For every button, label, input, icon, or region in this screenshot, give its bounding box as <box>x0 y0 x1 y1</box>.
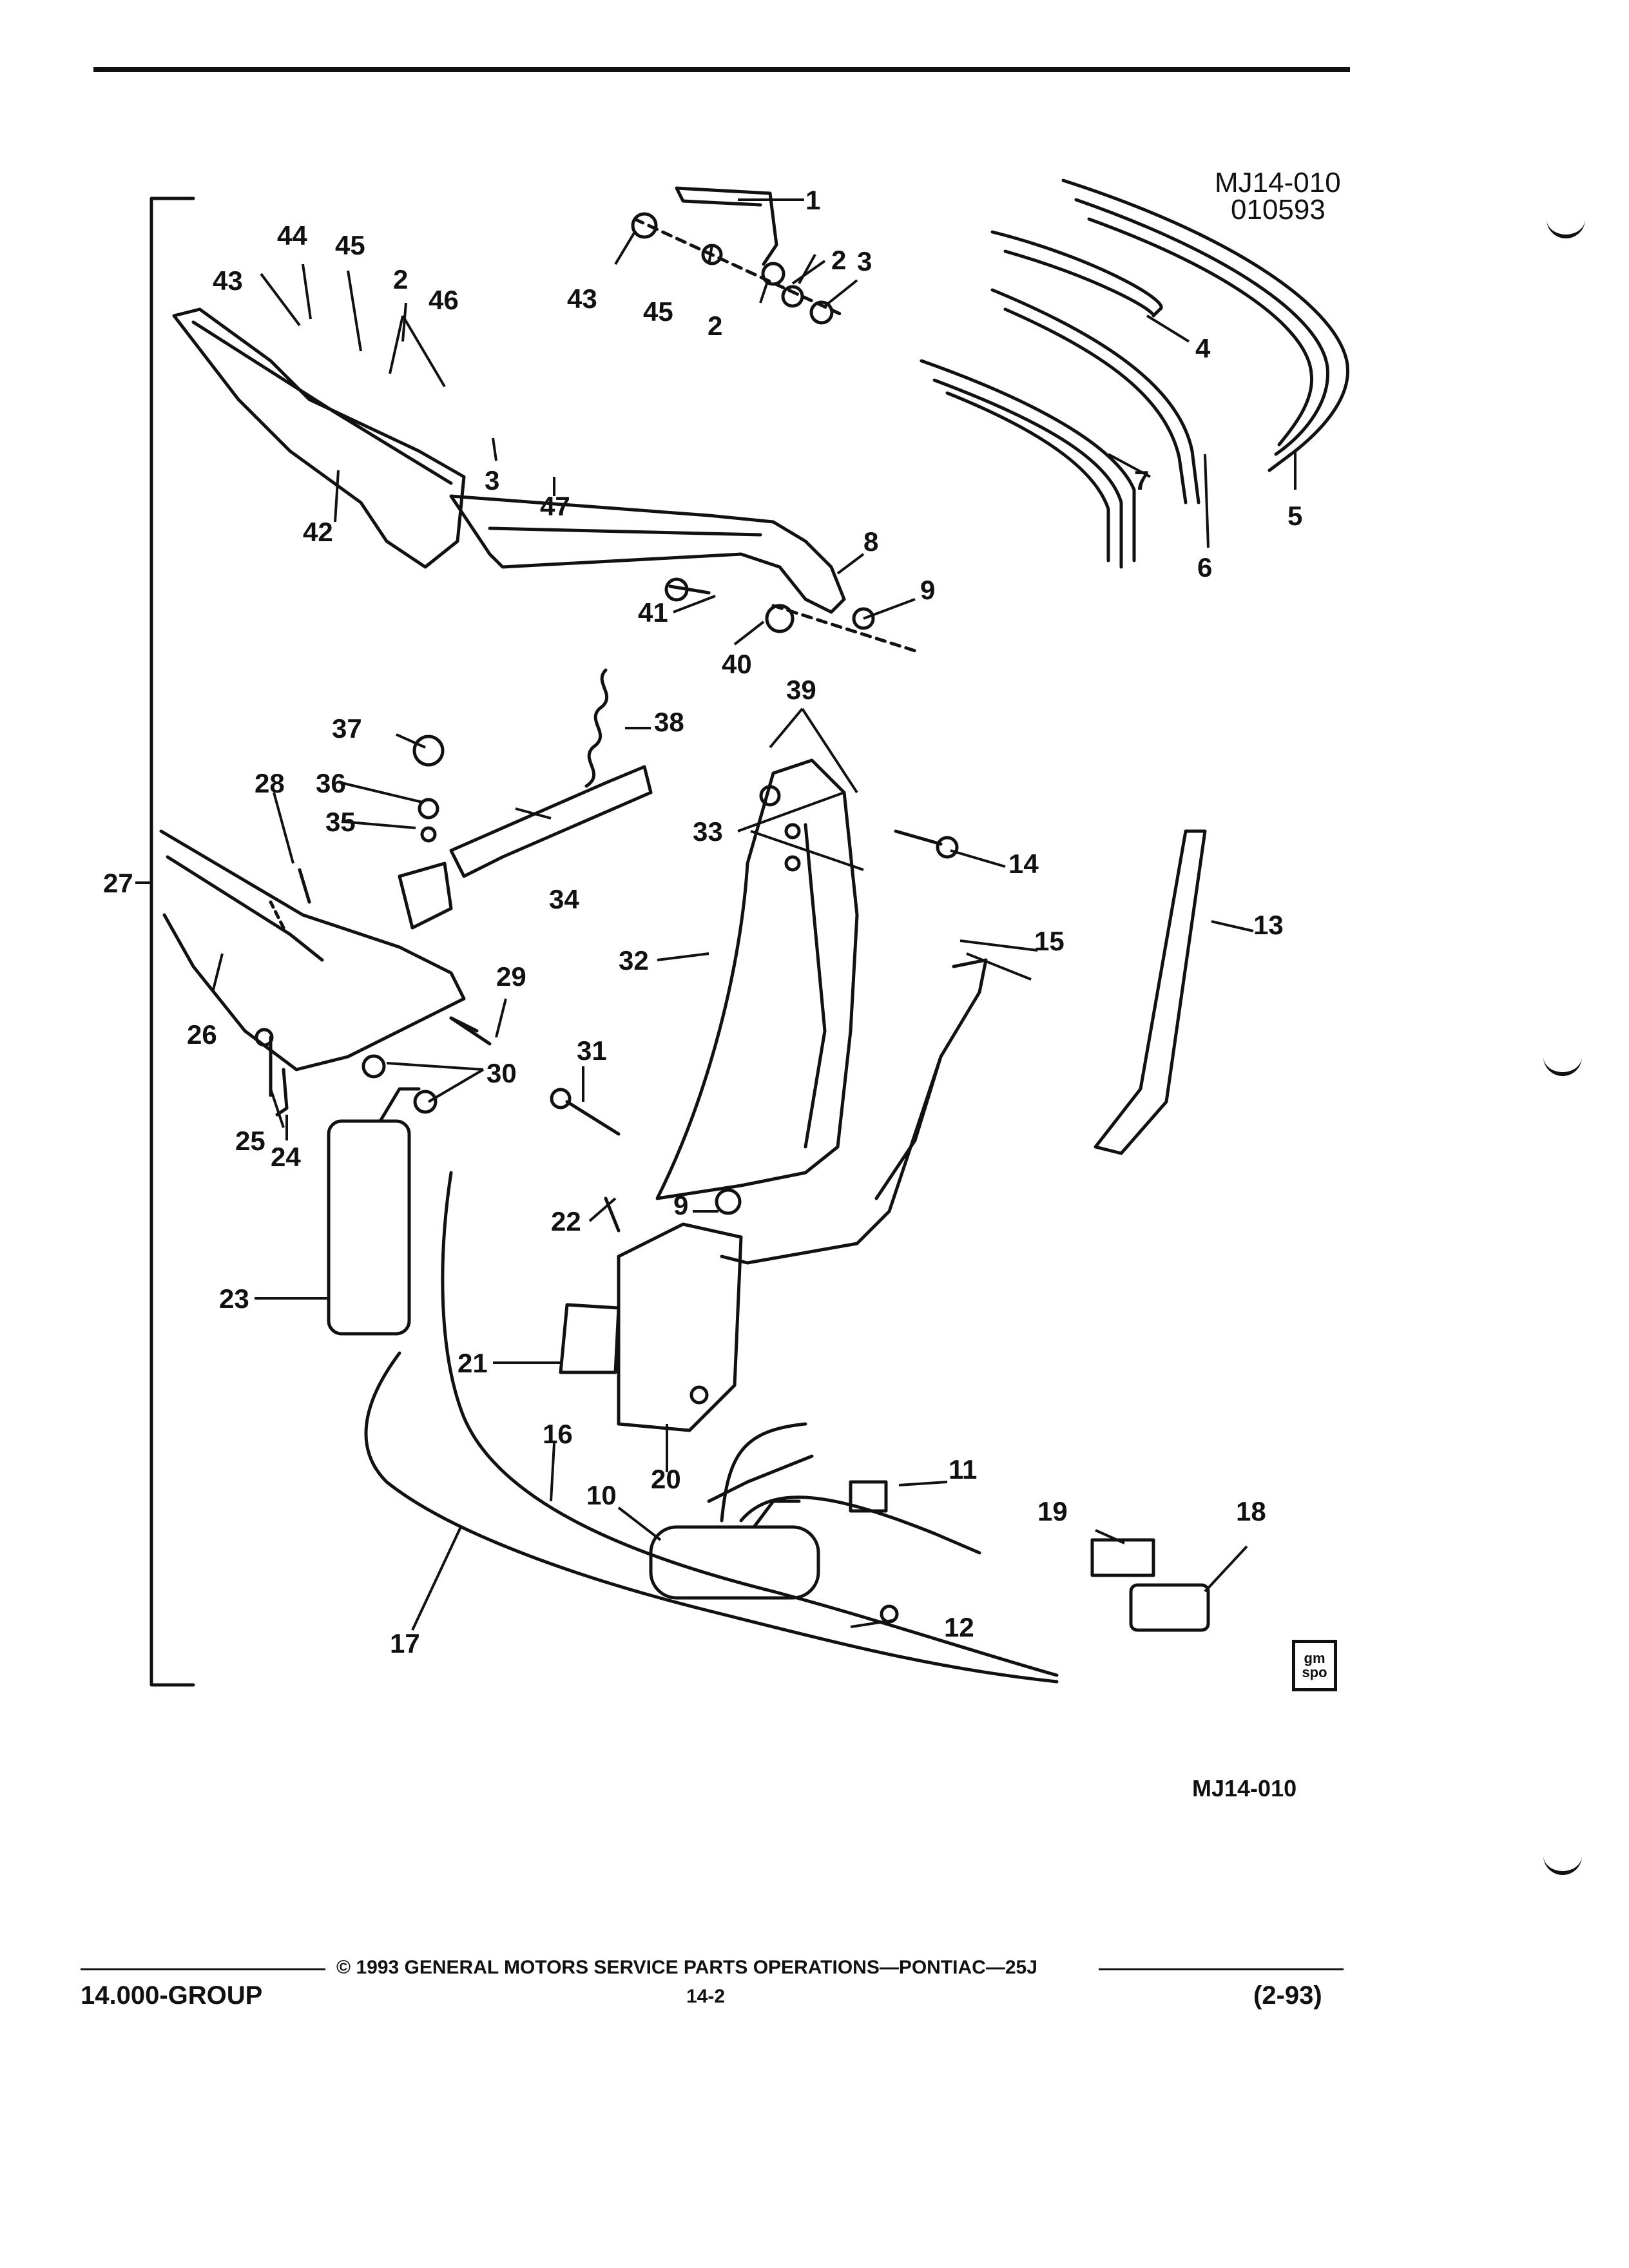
callout-42: 42 <box>303 517 333 547</box>
callout-14: 14 <box>1008 849 1039 879</box>
harness <box>720 1422 981 1555</box>
hose-17 <box>364 1351 1059 1684</box>
rear-rail-26 <box>159 829 466 1072</box>
callout-47: 47 <box>540 491 570 521</box>
footer-group: 14.000-GROUP <box>81 1981 263 2010</box>
weatherstrip-4 <box>990 230 1163 318</box>
margin-mark-1 <box>1547 219 1585 238</box>
pump-motor-10 <box>649 1525 820 1600</box>
hose-16 <box>441 1171 1059 1677</box>
callout-29: 29 <box>496 961 526 992</box>
callout-1: 1 <box>805 185 820 215</box>
margin-mark-2 <box>1543 1057 1582 1076</box>
top-rule <box>93 67 1350 72</box>
callout-7: 7 <box>1134 465 1149 495</box>
figure-code: 010593 <box>1231 194 1325 226</box>
footer-rule-left <box>81 1968 325 1970</box>
callout-23: 23 <box>219 1283 249 1314</box>
callout-6: 6 <box>1197 552 1212 582</box>
callout-45: 45 <box>335 230 365 260</box>
callout-3: 3 <box>857 246 872 276</box>
callout-18: 18 <box>1236 1496 1266 1526</box>
figure-caption-id: MJ14-010 <box>1192 1775 1297 1802</box>
lift-arm <box>720 958 988 1265</box>
weatherstrip-7 <box>920 359 1136 569</box>
cylinder-23 <box>327 1119 411 1336</box>
plate-21 <box>559 1303 621 1374</box>
callout-33: 33 <box>693 816 723 847</box>
callout-12: 12 <box>944 1612 974 1642</box>
callout-40: 40 <box>722 649 752 679</box>
figure-id: MJ14-010 <box>1215 167 1341 198</box>
group-27-bracket <box>149 197 195 1687</box>
callout-45-repeat: 45 <box>643 296 673 327</box>
callout-3-repeat: 3 <box>485 465 499 495</box>
logo-line-1: gm <box>1304 1650 1325 1666</box>
callout-9: 9 <box>920 575 935 605</box>
callout-4: 4 <box>1195 333 1211 363</box>
callout-26: 26 <box>187 1019 217 1050</box>
callout-41: 41 <box>638 597 668 628</box>
callout-43: 43 <box>213 265 243 296</box>
part-1-bracket <box>675 186 778 266</box>
callout-31: 31 <box>577 1035 607 1066</box>
callout-34: 34 <box>549 884 579 914</box>
callout-24: 24 <box>271 1142 301 1172</box>
callout-25: 25 <box>235 1126 265 1156</box>
callout-2-repeat-b: 2 <box>393 264 408 294</box>
callout-27: 27 <box>103 868 133 898</box>
callout-43-repeat: 43 <box>567 284 597 314</box>
relay-11 <box>849 1480 888 1513</box>
strap-13 <box>1094 829 1207 1155</box>
bezel-18 <box>1129 1583 1210 1632</box>
callout-36: 36 <box>316 768 346 798</box>
spring-38 <box>584 668 609 788</box>
housing-20 <box>617 1222 743 1432</box>
pivot-bracket-32 <box>655 758 859 1200</box>
callout-28: 28 <box>255 768 285 798</box>
callout-15: 15 <box>1034 926 1065 956</box>
switch-19 <box>1090 1538 1155 1577</box>
callout-5: 5 <box>1287 501 1302 531</box>
logo-line-2: spo <box>1302 1664 1327 1680</box>
callout-44: 44 <box>277 220 307 251</box>
callout-13: 13 <box>1253 910 1284 940</box>
callout-8: 8 <box>863 526 878 557</box>
weatherstrip-6 <box>990 288 1200 505</box>
weatherstrip-5 <box>1061 178 1349 472</box>
callout-9-repeat: 9 <box>673 1190 688 1220</box>
callout-17: 17 <box>390 1628 420 1658</box>
callout-2: 2 <box>831 245 846 275</box>
front-arm <box>449 494 846 614</box>
footer-page: 14-2 <box>686 1986 726 2007</box>
callout-32: 32 <box>619 945 649 975</box>
footer-rule-right <box>1099 1968 1344 1970</box>
callout-10: 10 <box>586 1480 617 1510</box>
callout-22: 22 <box>551 1206 581 1236</box>
side-rail-42 <box>172 307 466 569</box>
callout-37: 37 <box>332 713 362 744</box>
callout-38: 38 <box>654 707 684 737</box>
callout-46: 46 <box>429 285 459 315</box>
footer-date: (2-93) <box>1253 1981 1322 2010</box>
footer-copyright: © 1993 GENERAL MOTORS SERVICE PARTS OPER… <box>336 1957 1037 1978</box>
callout-11: 11 <box>949 1454 977 1485</box>
callout-35: 35 <box>325 807 356 837</box>
callout-16: 16 <box>543 1419 573 1449</box>
callout-19: 19 <box>1037 1496 1068 1526</box>
callout-39: 39 <box>786 675 816 705</box>
gm-spo-logo: gm spo <box>1292 1640 1337 1691</box>
margin-mark-3 <box>1543 1856 1582 1875</box>
callout-2-repeat: 2 <box>708 311 722 341</box>
callout-20: 20 <box>651 1464 681 1494</box>
link-34 <box>449 765 653 878</box>
callout-30: 30 <box>487 1058 517 1088</box>
callout-21: 21 <box>458 1348 488 1378</box>
